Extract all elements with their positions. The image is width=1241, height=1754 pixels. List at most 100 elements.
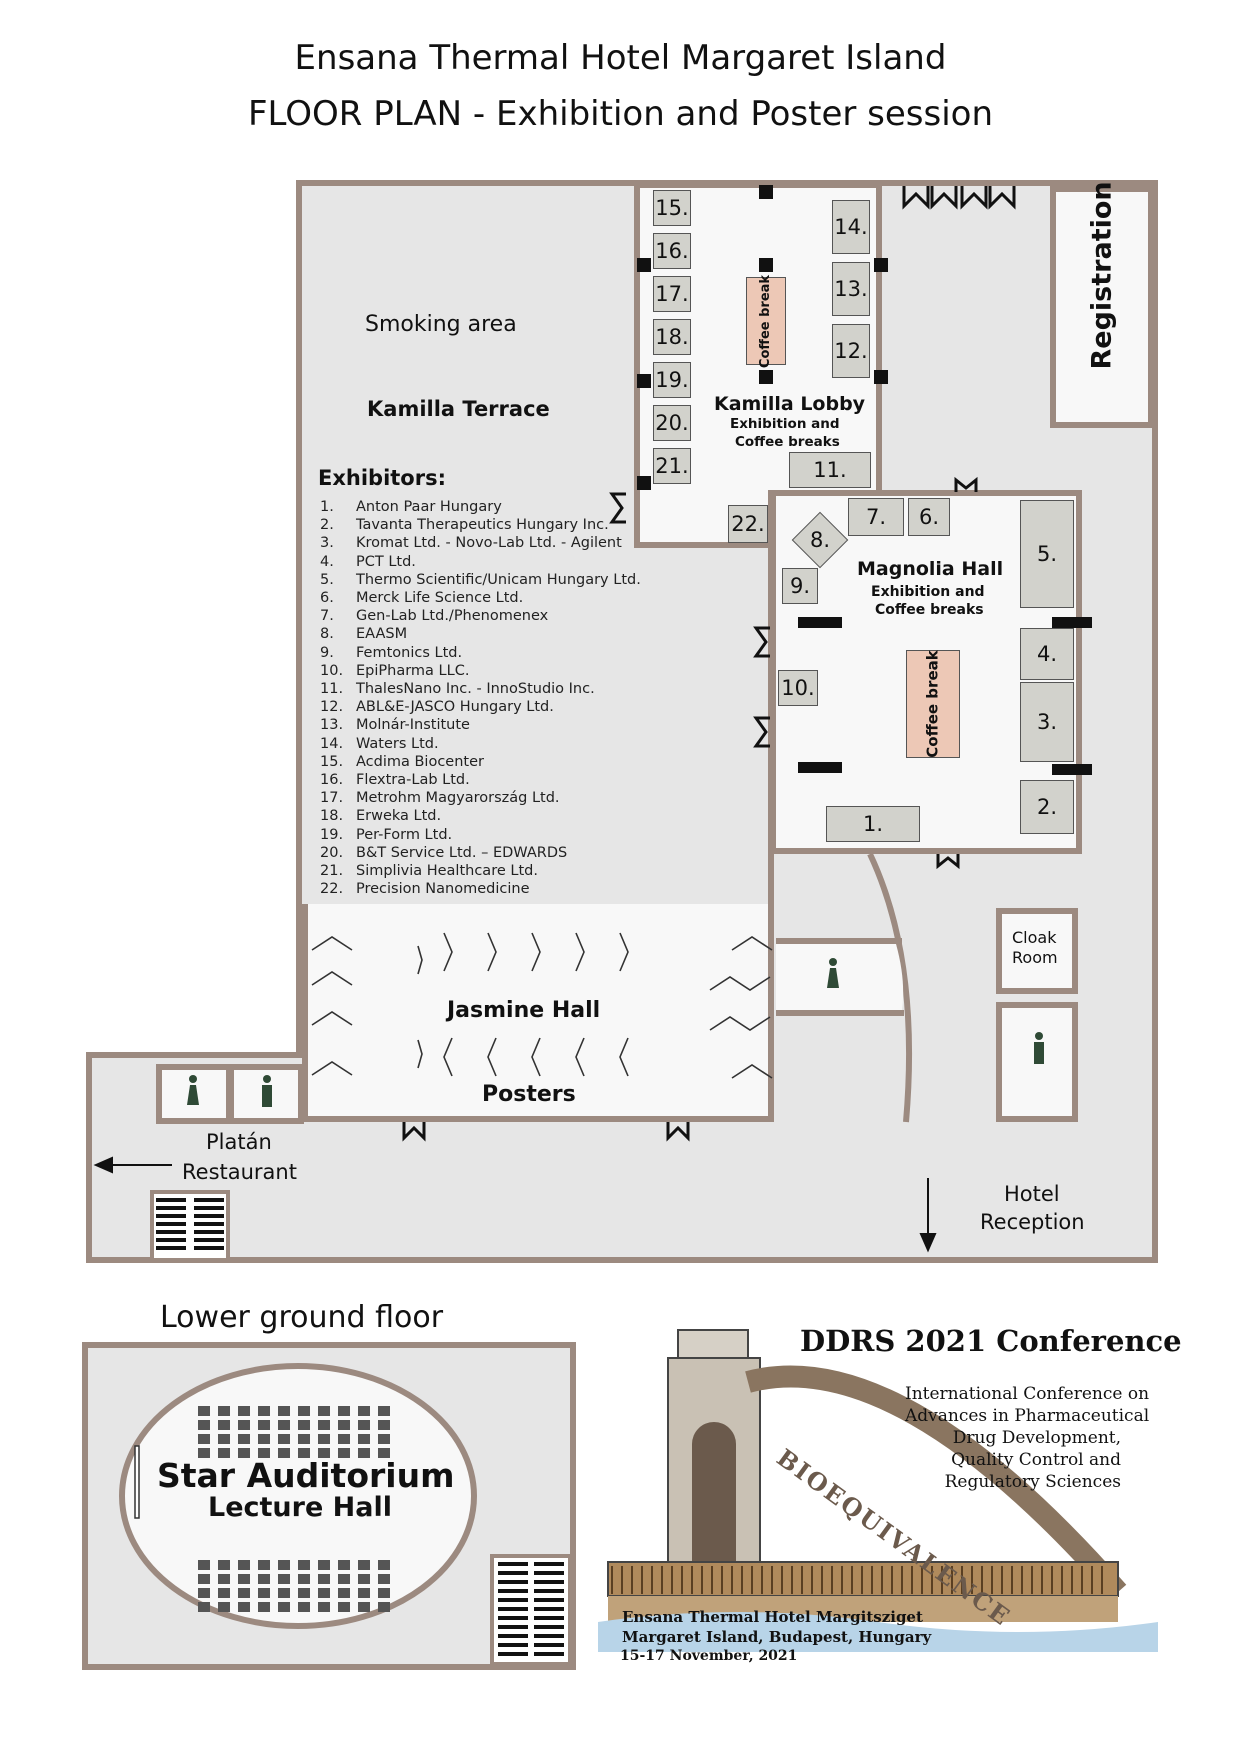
stair-step	[498, 1589, 528, 1593]
kamilla-lobby-sub2: Coffee breaks	[735, 434, 840, 450]
stair-step	[498, 1580, 528, 1584]
kamilla-lobby-label: Kamilla Lobby	[714, 393, 866, 415]
list-item: 20.B&T Service Ltd. – EDWARDS	[320, 844, 568, 861]
list-item: 10.EpiPharma LLC.	[320, 662, 470, 679]
stair-step	[534, 1598, 564, 1602]
booth-2[interactable]: 2.	[1020, 780, 1074, 834]
list-item: 9.Femtonics Ltd.	[320, 644, 463, 661]
booth-13[interactable]: 13.	[832, 262, 870, 316]
booth-11[interactable]: 11.	[789, 452, 871, 488]
seat	[318, 1406, 330, 1416]
list-item: 11.ThalesNano Inc. - InnoStudio Inc.	[320, 681, 595, 698]
seat	[278, 1420, 290, 1430]
booth-5[interactable]: 5.	[1020, 500, 1074, 608]
seat	[278, 1588, 290, 1598]
booth-20[interactable]: 20.	[653, 405, 691, 441]
list-item: 17.Metrohm Magyarország Ltd.	[320, 790, 560, 807]
stair-step	[498, 1598, 528, 1602]
pillar	[759, 370, 773, 384]
pillar	[798, 617, 842, 628]
seat	[338, 1434, 350, 1444]
seat	[258, 1602, 270, 1612]
stair-step	[534, 1562, 564, 1566]
pillar	[759, 258, 773, 272]
list-item: 4.PCT Ltd.	[320, 553, 416, 570]
booth-7[interactable]: 7.	[848, 498, 904, 536]
booth-12[interactable]: 12.	[832, 324, 870, 378]
seat	[258, 1574, 270, 1584]
stair-step	[534, 1625, 564, 1629]
booth-1[interactable]: 1.	[826, 806, 920, 842]
seat	[318, 1602, 330, 1612]
booth-21[interactable]: 21.	[653, 448, 691, 484]
pillar	[1052, 764, 1092, 775]
seat	[318, 1448, 330, 1458]
seat	[278, 1406, 290, 1416]
booth-3[interactable]: 3.	[1020, 682, 1074, 762]
page-title: Ensana Thermal Hotel Margaret Island	[294, 38, 947, 78]
seat	[258, 1420, 270, 1430]
cloak-room	[996, 908, 1078, 994]
booth-16[interactable]: 16.	[653, 233, 691, 269]
kamilla-lobby-sub1: Exhibition and	[730, 416, 840, 432]
booth-10[interactable]: 10.	[778, 670, 818, 706]
seat	[358, 1420, 370, 1430]
seat	[298, 1420, 310, 1430]
seat	[298, 1434, 310, 1444]
conference-desc-3: Drug Development,	[952, 1428, 1121, 1448]
booth-14[interactable]: 14.	[832, 200, 870, 254]
exhibitor-list: 1.Anton Paar Hungary 2.Tavanta Therapeut…	[320, 498, 641, 898]
stair-step	[498, 1625, 528, 1629]
bridge-illustration	[598, 1329, 1158, 1652]
booth-17[interactable]: 17.	[653, 276, 691, 312]
list-item: 15.Acdima Biocenter	[320, 753, 484, 770]
stair-step	[498, 1643, 528, 1647]
seat	[378, 1448, 390, 1458]
list-item: 7.Gen-Lab Ltd./Phenomenex	[320, 608, 549, 625]
list-item: 1.Anton Paar Hungary	[320, 499, 502, 515]
pillar	[1052, 617, 1092, 628]
booth-4[interactable]: 4.	[1020, 628, 1074, 680]
pillar	[874, 258, 888, 272]
stair-step	[534, 1652, 564, 1656]
seat	[298, 1602, 310, 1612]
stair-step	[498, 1616, 528, 1620]
stair-step	[534, 1607, 564, 1611]
pillar	[637, 258, 651, 272]
jasmine-hall	[302, 904, 774, 1122]
conference-dates: 15-17 November, 2021	[620, 1648, 798, 1664]
page-subtitle: FLOOR PLAN - Exhibition and Poster sessi…	[247, 94, 994, 134]
seat	[198, 1406, 210, 1416]
auditorium	[119, 1363, 477, 1629]
booth-6[interactable]: 6.	[908, 498, 950, 536]
conference-desc-5: Regulatory Sciences	[944, 1472, 1121, 1492]
seat	[218, 1574, 230, 1584]
seat	[218, 1560, 230, 1570]
seat	[338, 1602, 350, 1612]
seat	[378, 1602, 390, 1612]
booth-18[interactable]: 18.	[653, 319, 691, 355]
seat	[238, 1434, 250, 1444]
cloak-label-2: Room	[1012, 948, 1058, 967]
seat	[218, 1588, 230, 1598]
jasmine-hall-label: Jasmine Hall	[447, 998, 601, 1023]
booth-9[interactable]: 9.	[782, 568, 818, 604]
seat	[238, 1602, 250, 1612]
booth-19[interactable]: 19.	[653, 362, 691, 398]
seat	[278, 1574, 290, 1584]
seat	[378, 1434, 390, 1444]
seat	[358, 1406, 370, 1416]
seat	[198, 1588, 210, 1598]
pillar	[637, 476, 651, 490]
seat	[338, 1420, 350, 1430]
booth-15[interactable]: 15.	[653, 190, 691, 226]
seat	[238, 1406, 250, 1416]
smoking-area-label: Smoking area	[365, 312, 517, 337]
conference-name: DDRS 2021 Conference	[800, 1324, 1182, 1358]
seat	[358, 1448, 370, 1458]
seat	[318, 1588, 330, 1598]
booth-22[interactable]: 22.	[728, 505, 768, 543]
seat	[238, 1420, 250, 1430]
stair-step	[498, 1634, 528, 1638]
